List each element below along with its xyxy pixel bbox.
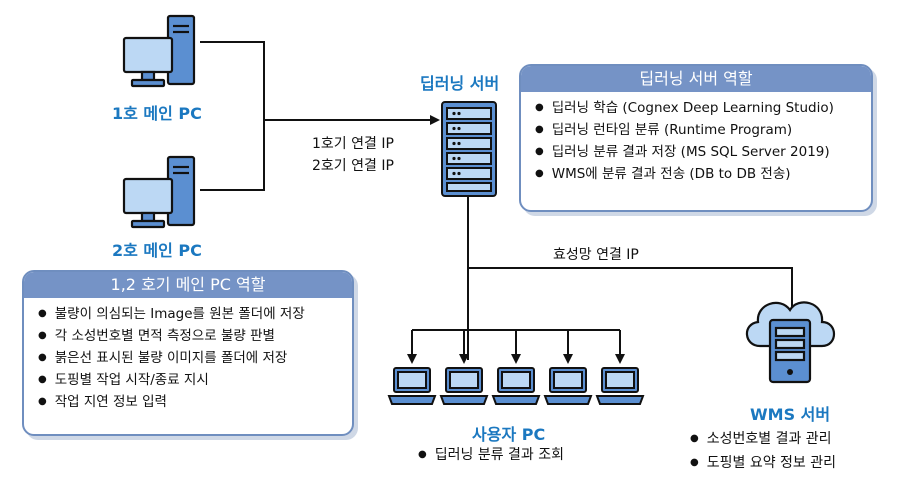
list-item: 딥러닝 런타임 분류 (Runtime Program)	[535, 120, 871, 142]
pc2-label: 2호 메인 PC	[112, 241, 202, 260]
list-item: 딥러닝 분류 결과 저장 (MS SQL Server 2019)	[535, 142, 871, 164]
desktop-pc-icon	[122, 14, 196, 88]
server-roles-card: 딥러닝 서버 역할 딥러닝 학습 (Cognex Deep Learning S…	[519, 64, 873, 212]
pc1-link	[200, 41, 265, 191]
pc-roles-card: 1,2 호기 메인 PC 역할 불량이 의심되는 Image를 원본 폴더에 저…	[22, 270, 354, 436]
server-label: 딥러닝 서버	[420, 74, 500, 93]
list-item: 각 소성번호별 면적 측정으로 불량 판별	[38, 326, 352, 348]
laptop-icon	[387, 367, 437, 405]
laptop-icon	[491, 367, 541, 405]
list-item: 붉은선 표시된 불량 이미지를 폴더에 저장	[38, 348, 352, 370]
pc-roles-list: 불량이 의심되는 Image를 원본 폴더에 저장 각 소성번호별 면적 측정으…	[24, 298, 352, 414]
list-item: 작업 지연 정보 입력	[38, 392, 352, 414]
user-pc-label: 사용자 PC	[472, 425, 546, 444]
wms-server-label: WMS 서버	[750, 405, 831, 424]
list-item: 딥러닝 분류 결과 조회	[418, 444, 564, 468]
laptop-icon	[543, 367, 593, 405]
list-item: 불량이 의심되는 Image를 원본 폴더에 저장	[38, 304, 352, 326]
pc2-connection-ip-label: 2호기 연결 IP	[312, 158, 394, 174]
wms-roles-list: 소성번호별 결과 관리 도핑별 요약 정보 관리	[690, 428, 836, 476]
desktop-pc-icon	[122, 155, 196, 229]
server-roles-title: 딥러닝 서버 역할	[521, 66, 871, 92]
list-item: 도핑별 작업 시작/종료 지시	[38, 370, 352, 392]
server-rack-icon	[441, 101, 497, 197]
server-roles-list: 딥러닝 학습 (Cognex Deep Learning Studio) 딥러닝…	[521, 92, 871, 186]
user-pc-roles-list: 딥러닝 분류 결과 조회	[418, 444, 564, 468]
laptop-icon	[439, 367, 489, 405]
pc1-label: 1호 메인 PC	[112, 104, 202, 123]
list-item: 도핑별 요약 정보 관리	[690, 452, 836, 476]
pc-roles-title: 1,2 호기 메인 PC 역할	[24, 272, 352, 298]
list-item: 소성번호별 결과 관리	[690, 428, 836, 452]
cloud-server-icon	[745, 301, 836, 384]
laptop-icon	[595, 367, 645, 405]
hyosung-connection-ip-label: 효성망 연결 IP	[553, 247, 639, 263]
hyosung-link	[468, 267, 797, 318]
list-item: 딥러닝 학습 (Cognex Deep Learning Studio)	[535, 98, 871, 120]
list-item: WMS에 분류 결과 전송 (DB to DB 전송)	[535, 164, 871, 186]
pc1-connection-ip-label: 1호기 연결 IP	[312, 136, 394, 152]
